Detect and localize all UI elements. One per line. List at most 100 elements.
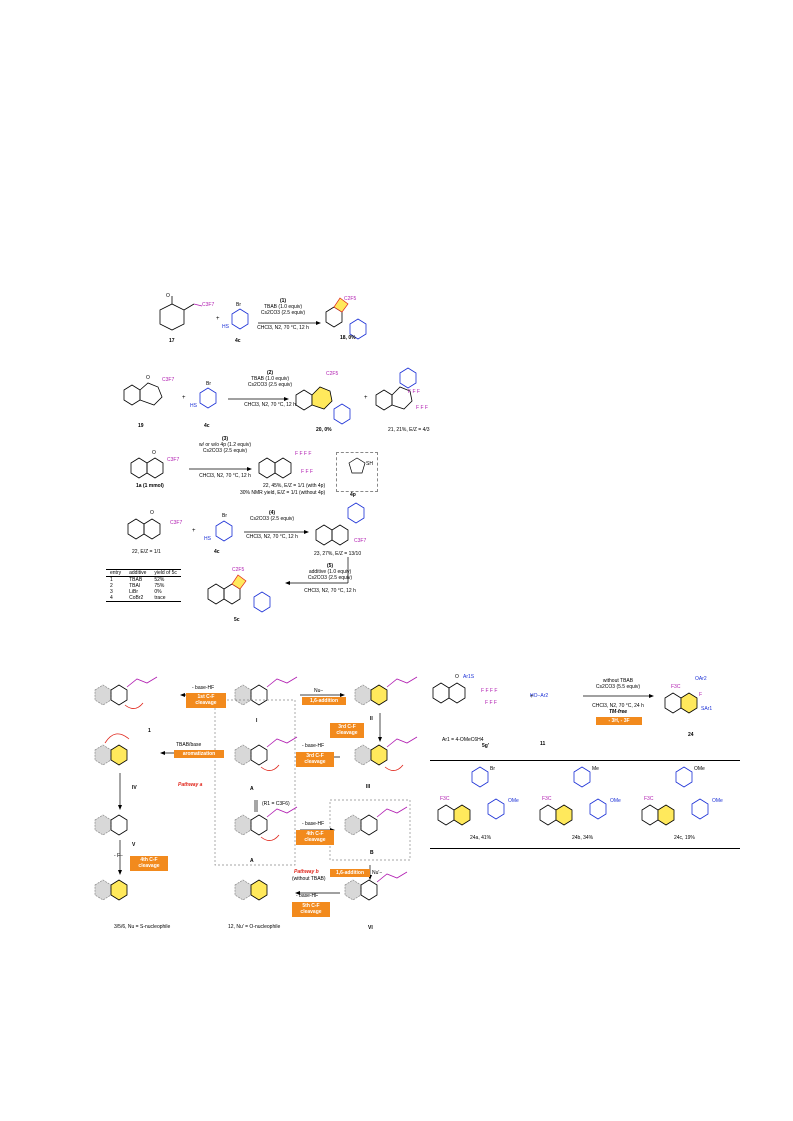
right-cond-c: CHCl3, N2, 70 °C, 24 h	[592, 703, 644, 709]
svg-text:+: +	[182, 395, 186, 401]
reaction-2-structures: O C3F7 19 + Br HS 4c C2F5 20, 0% + F F F…	[123, 367, 430, 433]
right-sm-label: 5g'	[482, 743, 490, 749]
reagent-4p-label: 4p	[350, 492, 356, 498]
mech-cleavage-4b: 4th C-F cleavage	[296, 830, 334, 845]
tetrazole-structure: SH	[348, 457, 373, 474]
r1-cond-b: Cs2CO3 (2.5 equiv)	[260, 310, 306, 316]
svg-text:O: O	[152, 450, 156, 456]
mech-without-tbab: (without TBAB)	[292, 876, 326, 882]
r5-cond-c: CHCl3, N2, 70 °C, 12 h	[304, 588, 356, 594]
svg-text:C3F7: C3F7	[202, 302, 214, 308]
r5-step: (5)	[326, 563, 334, 569]
product-24b-label: 24b, 34%	[572, 835, 594, 841]
svg-text:+: +	[216, 316, 220, 322]
r3-product-label-2: 30% NMR yield, E/Z = 1/1 (without 4p)	[240, 490, 326, 496]
svg-text:C3F7: C3F7	[162, 377, 174, 383]
svg-text:F F F: F F F	[485, 700, 497, 706]
reaction-5-structures: C2F5	[207, 557, 349, 613]
svg-text:C3F7: C3F7	[170, 520, 182, 526]
mech-addition-16b: 1,6-addition	[330, 869, 370, 878]
additive-table: entry additive yield of 5c 1 TBAB 52% 2 …	[106, 569, 181, 602]
svg-text:Br: Br	[490, 766, 495, 772]
right-ar1-def: Ar1 = 4-OMeC6H4	[442, 737, 484, 743]
svg-text:4c: 4c	[235, 338, 241, 344]
svg-text:HS: HS	[204, 536, 212, 542]
mech-label-III: III	[366, 784, 371, 790]
svg-text:F3C: F3C	[542, 796, 552, 802]
mech-product-356: 3/5/6, Nu = S-nucleophile	[114, 924, 171, 930]
r3-cond-c: CHCl3, N2, 70 °C, 12 h	[199, 473, 251, 479]
svg-text:OMe: OMe	[610, 798, 621, 804]
reaction-1-structures: O C3F7 17 + Br HS 4c C2F5 18, 0%	[159, 293, 367, 344]
mech-base-hf-3: - base-HF	[302, 821, 325, 827]
mech-cleavage-3a: 3rd C-F cleavage	[330, 723, 364, 738]
svg-text:F3C: F3C	[440, 796, 450, 802]
r5-cond-b: Cs2CO3 (2.5 equiv)	[307, 575, 353, 581]
svg-text:F F F F: F F F F	[481, 688, 497, 694]
svg-text:C2F5: C2F5	[232, 567, 244, 573]
divider	[430, 760, 740, 761]
r3-sm-label: 1a (1 mmol)	[136, 483, 164, 489]
svg-text:SH: SH	[366, 461, 373, 467]
table-row: 4 CoBr2 trace	[106, 595, 181, 602]
svg-text:Ar1S: Ar1S	[463, 674, 475, 680]
r4-sm2-label: 4c	[214, 549, 220, 555]
svg-text:HS: HS	[190, 403, 198, 409]
right-cond-b: Cs2CO3 (5.5 equiv)	[595, 684, 641, 690]
mech-base-hf-4: - base-HF	[296, 893, 319, 899]
svg-text:F F F F: F F F F	[295, 451, 311, 457]
right-nu-text: HO−Ar2	[530, 693, 549, 699]
svg-text:Br: Br	[236, 302, 241, 308]
r1-cond-a: TBAB (1.0 equiv)	[263, 304, 303, 310]
r3-cond-a: w/ or w/o 4p (1.2 equiv)	[199, 442, 251, 448]
mech-cleavage-1: 1st C-F cleavage	[186, 693, 226, 708]
r2-cond-a: TBAB (1.0 equiv)	[250, 376, 290, 382]
table-row: 1 TBAB 52%	[110, 577, 165, 583]
mech-label-A2: A	[250, 858, 254, 864]
svg-text:OAr2: OAr2	[695, 676, 707, 682]
mech-base-hf-1: - base-HF	[192, 685, 215, 691]
svg-text:+: +	[192, 528, 196, 534]
mech-label-V: V	[132, 842, 136, 848]
mech-cleavage-5: 5th C-F cleavage	[292, 902, 330, 917]
svg-text:21, 21%, E/Z = 4/3: 21, 21%, E/Z = 4/3	[388, 427, 430, 433]
product-24a-label: 24a, 41%	[470, 835, 492, 841]
table-header: entry	[110, 570, 122, 576]
mech-label-A: A	[250, 786, 254, 792]
svg-text:OMe: OMe	[694, 766, 705, 772]
svg-text:C3F7: C3F7	[354, 538, 366, 544]
r4-cond-c: CHCl3, N2, 70 °C, 12 h	[246, 534, 298, 540]
r4-product-label: 23, 27%, E/Z = 13/10	[314, 551, 362, 557]
svg-text:C3F7: C3F7	[167, 457, 179, 463]
mech-nu: Nu−	[314, 688, 324, 694]
right-reaction-structures: O Ar1S F F F F F F F + OAr2 F3C F SAr1	[432, 674, 712, 714]
r3-cond-b: Cs2CO3 (2.5 equiv)	[202, 448, 248, 454]
svg-text:Br: Br	[222, 513, 227, 519]
mech-label-VI: VI	[368, 925, 373, 931]
mech-aromatization: aromatization	[174, 750, 224, 759]
r1-cond-c: CHCl3, N2, 70 °C, 12 h	[257, 325, 309, 331]
mech-nu-prime: Nu'−	[372, 870, 383, 876]
r5-product-label: 5c	[234, 617, 240, 623]
mech-cleavage-3b: 3rd C-F cleavage	[296, 752, 334, 767]
svg-text:F: F	[699, 692, 702, 698]
r2-cond-c: CHCl3, N2, 70 °C, 12 h	[244, 402, 296, 408]
svg-text:20, 0%: 20, 0%	[316, 427, 332, 433]
r3-step: (3)	[221, 436, 229, 442]
mech-label-II: II	[370, 716, 373, 722]
svg-text:OMe: OMe	[508, 798, 519, 804]
svg-text:O: O	[150, 510, 154, 516]
svg-text:F F F: F F F	[416, 405, 428, 411]
mech-f-minus: - F−	[114, 853, 124, 859]
r4-sm-label: 22, E/Z = 1/1	[132, 549, 161, 555]
mech-label-B: B	[370, 850, 374, 856]
mech-label-I: I	[256, 718, 258, 724]
right-tm-free: TM-free	[608, 709, 628, 715]
mechanism-structures	[94, 676, 418, 901]
right-cond-a: without TBAB	[602, 678, 634, 684]
reagent-4p-box: SH	[336, 452, 378, 492]
svg-text:19: 19	[138, 423, 144, 429]
table-header: yield of 5c	[154, 570, 177, 576]
r4-step: (4)	[268, 510, 276, 516]
svg-text:+: +	[364, 395, 368, 401]
